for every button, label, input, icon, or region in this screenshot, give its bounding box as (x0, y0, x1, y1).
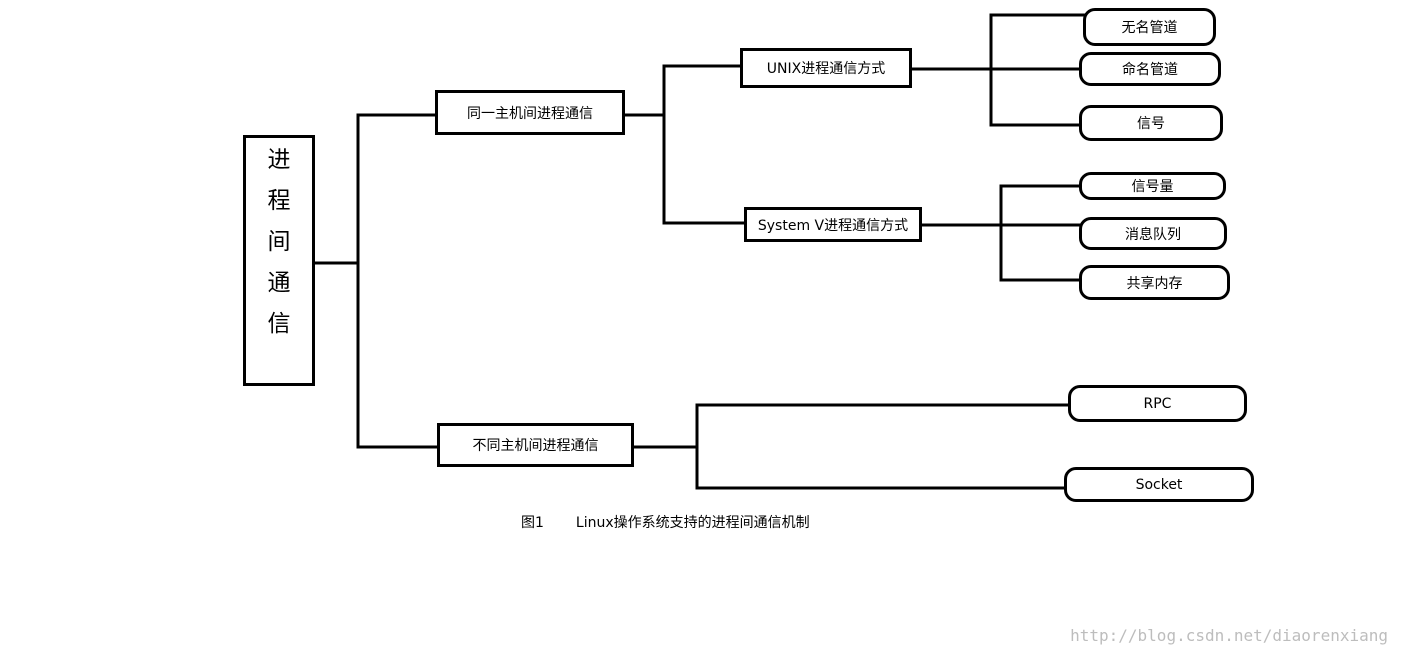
leaf-named-pipe: 命名管道 (1079, 52, 1221, 86)
root-char: 程 (267, 188, 291, 214)
leaf-shared-memory: 共享内存 (1079, 265, 1230, 300)
leaf-unnamed-pipe: 无名管道 (1083, 8, 1216, 46)
system-v-label: System V进程通信方式 (757, 217, 909, 234)
unix-label: UNIX进程通信方式 (766, 61, 886, 77)
same-host-node: 同一主机间进程通信 (435, 90, 625, 135)
leaf-label: 消息队列 (1125, 226, 1181, 243)
leaf-label: 信号量 (1131, 179, 1174, 195)
root-char: 信 (267, 311, 291, 337)
leaf-semaphore: 信号量 (1079, 172, 1226, 200)
same-host-label: 同一主机间进程通信 (467, 105, 593, 122)
different-host-label: 不同主机间进程通信 (472, 438, 599, 454)
leaf-socket: Socket (1064, 467, 1254, 502)
leaf-label: 无名管道 (1121, 20, 1178, 36)
unix-node: UNIX进程通信方式 (740, 48, 912, 88)
figure-caption: 图1 Linux操作系统支持的进程间通信机制 (521, 512, 810, 532)
leaf-label: 共享内存 (1126, 275, 1183, 292)
root-label: 进 程 间 通 信 (268, 138, 291, 340)
watermark: http://blog.csdn.net/diaorenxiang (1070, 626, 1388, 645)
caption-text: Linux操作系统支持的进程间通信机制 (575, 515, 810, 531)
caption-figure-number: 图1 (521, 515, 544, 531)
leaf-signal: 信号 (1079, 105, 1223, 141)
different-host-node: 不同主机间进程通信 (437, 423, 634, 467)
root-char: 间 (267, 229, 291, 255)
leaf-message-queue: 消息队列 (1079, 217, 1227, 250)
leaf-label: Socket (1135, 476, 1183, 493)
leaf-label: RPC (1143, 395, 1172, 412)
leaf-rpc: RPC (1068, 385, 1247, 422)
leaf-label: 信号 (1137, 116, 1165, 132)
system-v-node: System V进程通信方式 (744, 207, 922, 242)
leaf-label: 命名管道 (1122, 62, 1178, 78)
root-char: 通 (267, 270, 291, 296)
root-node: 进 程 间 通 信 (243, 135, 315, 386)
root-char: 进 (267, 147, 291, 173)
